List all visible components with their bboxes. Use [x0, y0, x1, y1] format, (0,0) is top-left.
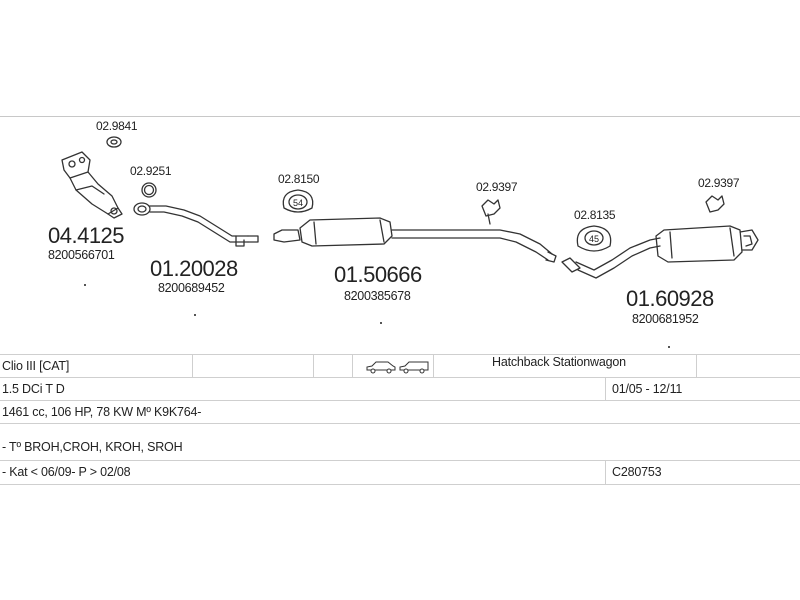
table-row: 1461 cc, 106 HP, 78 KW Mº K9K764- — [0, 400, 800, 424]
engine-cell: 1.5 DCi T D — [2, 382, 65, 396]
table-row: - Kat < 06/09- P > 02/08 C280753 — [0, 460, 800, 484]
top-border — [0, 116, 800, 117]
hanger-icon — [481, 199, 501, 225]
hanger-icon — [705, 195, 725, 213]
rear-silencer-icon — [561, 225, 759, 279]
oe-number-catalytic-converter: 8200566701 — [48, 248, 115, 262]
notes-cell: - Kat < 06/09- P > 02/08 — [2, 465, 131, 479]
part-ref-front-pipe: 01.20028 — [150, 256, 238, 281]
clamp-icon — [282, 189, 314, 213]
types-cell: - Tº BROH,CROH, KROH, SROH — [2, 440, 183, 454]
hatchback-car-icon — [366, 361, 396, 374]
oe-number-front-pipe: 8200689452 — [158, 281, 225, 295]
dot-marker — [84, 284, 86, 286]
accessory-ref-clamp-rear: 02.8135 — [574, 208, 616, 222]
clamp-icon — [576, 225, 612, 252]
middle-silencer-icon — [273, 217, 557, 263]
oe-number-middle-silencer: 8200385678 — [344, 289, 411, 303]
part-ref-middle-silencer: 01.50666 — [334, 262, 422, 287]
stationwagon-car-icon — [399, 361, 429, 374]
clamp-badge-54: 54 — [293, 198, 303, 208]
catalytic-converter-icon — [61, 151, 123, 219]
accessory-ref-gasket: 02.9841 — [96, 119, 138, 133]
spec-cell: 1461 cc, 106 HP, 78 KW Mº K9K764- — [2, 405, 202, 419]
table-row: Clio III [CAT] Hatchback Stationwagon — [0, 354, 800, 378]
table-bottom-border — [0, 484, 800, 486]
body-type-cell: Hatchback Stationwagon — [492, 355, 626, 369]
front-pipe-icon — [133, 202, 259, 247]
years-cell: 01/05 - 12/11 — [612, 382, 683, 396]
dot-marker — [668, 346, 670, 348]
model-cell: Clio III [CAT] — [2, 359, 70, 373]
clamp-badge-45: 45 — [589, 234, 599, 244]
accessory-ref-clamp: 02.8150 — [278, 172, 320, 186]
table-row: 1.5 DCi T D 01/05 - 12/11 — [0, 377, 800, 401]
exhaust-drawing: 54 45 — [61, 136, 759, 279]
table-row: - Tº BROH,CROH, KROH, SROH — [0, 436, 800, 459]
code-cell: C280753 — [612, 465, 662, 479]
oe-number-rear-silencer: 8200681952 — [632, 312, 699, 326]
gasket-icon — [106, 136, 122, 148]
ring-icon — [141, 182, 157, 198]
dot-marker — [380, 322, 382, 324]
accessory-ref-hanger-rear: 02.9397 — [698, 176, 740, 190]
accessory-ref-ring: 02.9251 — [130, 164, 172, 178]
table-row — [0, 423, 800, 447]
accessory-ref-hanger: 02.9397 — [476, 180, 518, 194]
dot-marker — [194, 314, 196, 316]
body-type-icons — [366, 359, 430, 382]
part-ref-catalytic-converter: 04.4125 — [48, 223, 125, 248]
part-ref-rear-silencer: 01.60928 — [626, 286, 714, 311]
